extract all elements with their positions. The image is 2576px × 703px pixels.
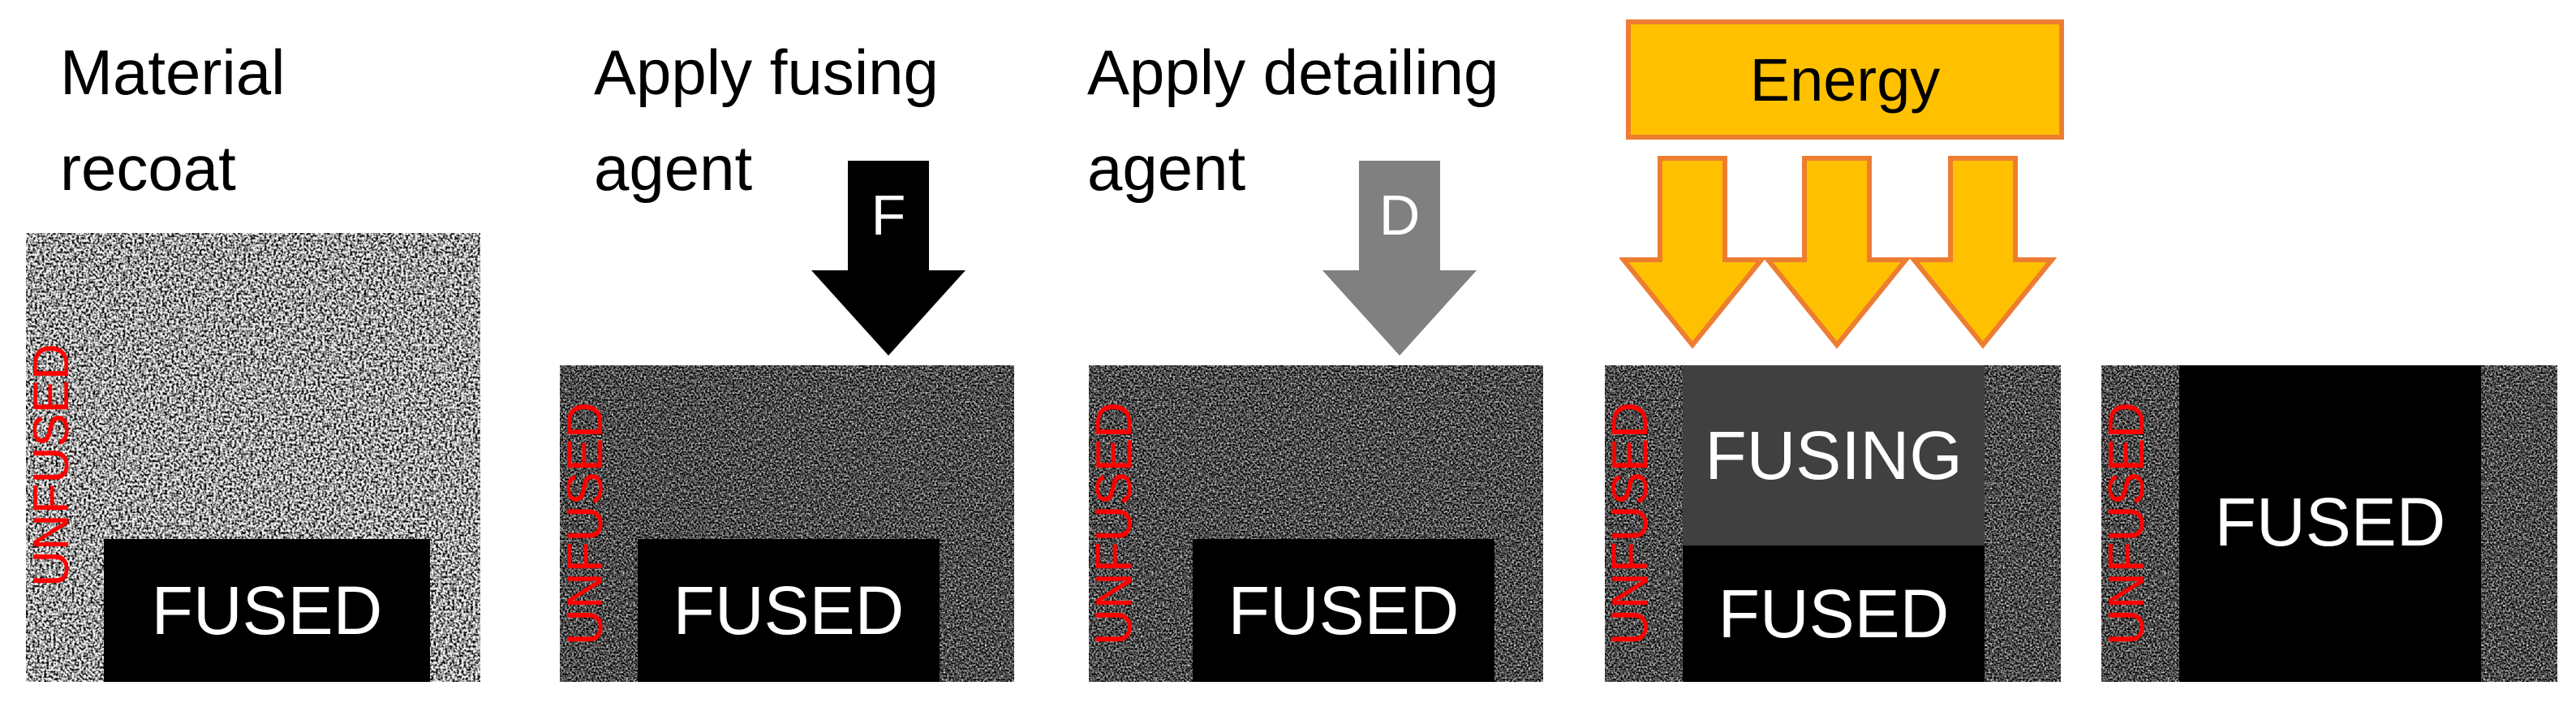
step-apply-fusing-label-line1: Apply fusing (594, 37, 939, 108)
fusing-agent-letter: F (871, 183, 906, 247)
fused-region: FUSED (638, 539, 940, 682)
energy-arrow-middle (1762, 156, 1912, 349)
energy-label: Energy (1749, 45, 1941, 114)
fusing-label: FUSING (1705, 416, 1963, 494)
step-material-recoat-label-line1: Material (60, 37, 286, 108)
fused-label: FUSED (2214, 483, 2446, 560)
powder-tile-fusing-agent: UNFUSED FUSED (560, 365, 1014, 682)
detailing-agent-letter: D (1378, 183, 1421, 247)
fused-region: FUSED (104, 539, 430, 682)
fused-label: FUSED (1718, 575, 1950, 652)
energy-arrow-left (1619, 156, 1767, 349)
powder-tile-result: UNFUSED FUSED (2101, 365, 2557, 682)
fused-label: FUSED (151, 571, 383, 649)
fused-label: FUSED (673, 571, 905, 649)
fused-label: FUSED (1228, 571, 1460, 649)
fusing-region: FUSING (1683, 365, 1985, 546)
fusing-agent-arrow (811, 161, 965, 356)
fused-region: FUSED (1683, 546, 1985, 682)
fused-region: FUSED (1193, 539, 1494, 682)
unfused-label: UNFUSED (1605, 402, 1658, 645)
energy-box: Energy (1626, 19, 2064, 140)
powder-tile-detailing-agent: UNFUSED FUSED (1089, 365, 1543, 682)
detailing-agent-arrow (1322, 161, 1477, 356)
step-material-recoat-label-line2: recoat (60, 132, 236, 204)
step-apply-detailing-label-line1: Apply detailing (1087, 37, 1499, 108)
step-apply-detailing-label-line2: agent (1087, 132, 1246, 204)
powder-tile-recoat: UNFUSED FUSED (26, 233, 480, 682)
unfused-label: UNFUSED (2101, 402, 2155, 645)
unfused-label: UNFUSED (1089, 402, 1142, 645)
energy-arrows (1619, 156, 2058, 349)
unfused-label: UNFUSED (560, 402, 613, 645)
powder-tile-energy: UNFUSED FUSING FUSED (1605, 365, 2061, 682)
fused-region: FUSED (2179, 365, 2481, 682)
unfused-label: UNFUSED (26, 343, 80, 587)
energy-arrow-right (1908, 156, 2058, 349)
step-apply-fusing-label-line2: agent (594, 132, 753, 204)
